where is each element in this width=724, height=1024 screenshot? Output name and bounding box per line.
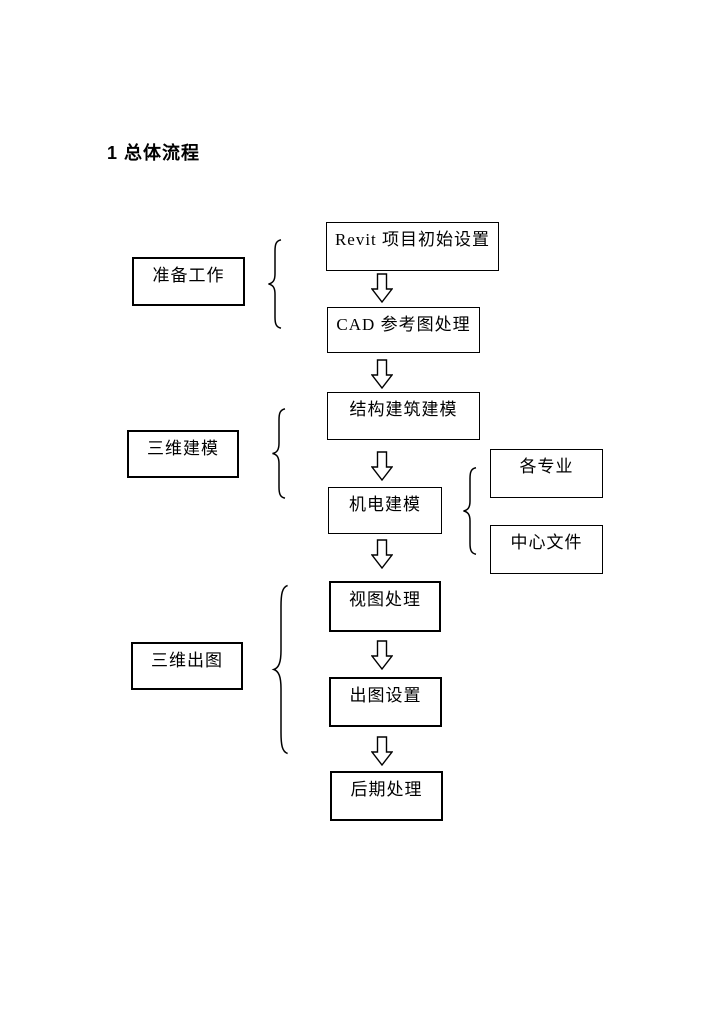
section-heading: 1 总体流程 xyxy=(107,143,201,163)
right-brace-mep-group-icon xyxy=(460,466,480,556)
group-box-preparation: 准备工作 xyxy=(132,257,245,306)
down-arrow-icon xyxy=(371,539,393,569)
down-arrow-icon xyxy=(371,640,393,670)
down-arrow-icon xyxy=(371,736,393,766)
group-box-3d-output: 三维出图 xyxy=(131,642,243,690)
down-arrow-icon xyxy=(371,359,393,389)
flow-box-mep-modeling: 机电建模 xyxy=(328,487,442,534)
flow-box-sheet-settings: 出图设置 xyxy=(329,677,442,727)
flow-box-view-processing: 视图处理 xyxy=(329,581,441,632)
left-brace-preparation-icon xyxy=(265,238,285,330)
down-arrow-icon xyxy=(371,451,393,481)
flow-box-post-processing: 后期处理 xyxy=(330,771,443,821)
flow-box-each-discipline: 各专业 xyxy=(490,449,603,498)
down-arrow-icon xyxy=(371,273,393,303)
flow-box-revit-initial-setup: Revit 项目初始设置 xyxy=(326,222,499,271)
flow-box-cad-reference-processing: CAD 参考图处理 xyxy=(327,307,480,353)
flow-box-structure-architecture-modeling: 结构建筑建模 xyxy=(327,392,480,440)
group-box-3d-modeling: 三维建模 xyxy=(127,430,239,478)
left-brace-3d-output-icon xyxy=(270,582,292,757)
flow-box-central-file: 中心文件 xyxy=(490,525,603,574)
left-brace-3d-modeling-icon xyxy=(269,407,289,500)
